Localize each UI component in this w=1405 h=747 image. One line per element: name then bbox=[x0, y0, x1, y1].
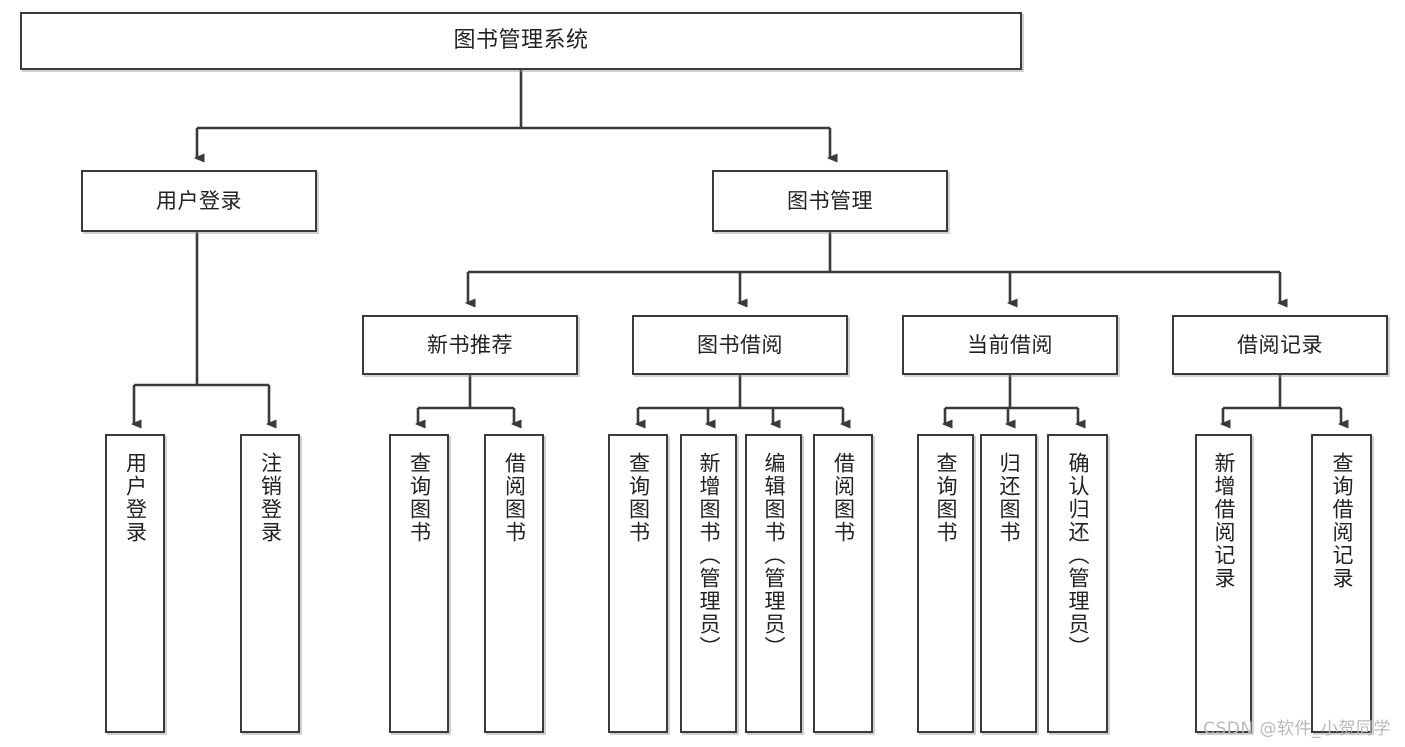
node-label: 用户登录 bbox=[156, 188, 242, 213]
node-label: 图书借阅 bbox=[697, 332, 783, 357]
node-label: 查询借阅记录 bbox=[1329, 452, 1354, 590]
node-leaf-query-book-borrow[interactable]: 查询图书 bbox=[608, 434, 668, 733]
node-leaf-edit-book-admin[interactable]: 编辑图书（管理员） bbox=[745, 434, 802, 733]
node-leaf-add-book-admin[interactable]: 新增图书（管理员） bbox=[680, 434, 737, 733]
node-label: 用户登录 bbox=[123, 452, 148, 544]
node-label: 新书推荐 bbox=[427, 332, 513, 357]
csdn-watermark: CSDN @软件_小贺同学 bbox=[1203, 719, 1391, 739]
node-label: 归还图书 bbox=[996, 452, 1021, 544]
node-label: 查询图书 bbox=[933, 452, 958, 544]
node-label: 编辑图书（管理员） bbox=[761, 452, 786, 659]
node-leaf-confirm-return-admin[interactable]: 确认归还（管理员） bbox=[1047, 434, 1108, 733]
node-current-borrow[interactable]: 当前借阅 bbox=[902, 315, 1118, 375]
node-leaf-return-book[interactable]: 归还图书 bbox=[980, 434, 1037, 733]
node-leaf-logout[interactable]: 注销登录 bbox=[240, 434, 300, 733]
node-label: 借阅图书 bbox=[502, 452, 527, 544]
node-leaf-query-book-current[interactable]: 查询图书 bbox=[917, 434, 974, 733]
node-leaf-query-book-newbook[interactable]: 查询图书 bbox=[389, 434, 449, 733]
node-label: 当前借阅 bbox=[967, 332, 1053, 357]
node-book-borrow[interactable]: 图书借阅 bbox=[632, 315, 848, 375]
node-label: 图书管理 bbox=[787, 188, 873, 213]
node-label: 查询图书 bbox=[407, 452, 432, 544]
node-label: 新增图书（管理员） bbox=[696, 452, 721, 659]
node-leaf-query-borrow-record[interactable]: 查询借阅记录 bbox=[1311, 434, 1372, 733]
node-new-book-recommend[interactable]: 新书推荐 bbox=[362, 315, 578, 375]
node-book-management[interactable]: 图书管理 bbox=[712, 170, 948, 232]
node-borrow-record[interactable]: 借阅记录 bbox=[1172, 315, 1388, 375]
node-label: 注销登录 bbox=[258, 452, 283, 544]
node-leaf-borrow-book[interactable]: 借阅图书 bbox=[813, 434, 873, 733]
node-label: 查询图书 bbox=[626, 452, 651, 544]
node-label: 图书管理系统 bbox=[453, 28, 589, 54]
node-root-system[interactable]: 图书管理系统 bbox=[20, 12, 1022, 70]
node-label: 确认归还（管理员） bbox=[1065, 452, 1090, 659]
node-leaf-user-login[interactable]: 用户登录 bbox=[105, 434, 165, 733]
node-label: 借阅图书 bbox=[831, 452, 856, 544]
node-label: 新增借阅记录 bbox=[1211, 452, 1236, 590]
node-leaf-add-borrow-record[interactable]: 新增借阅记录 bbox=[1195, 434, 1252, 733]
node-leaf-borrow-book-newbook[interactable]: 借阅图书 bbox=[484, 434, 544, 733]
node-user-login[interactable]: 用户登录 bbox=[81, 170, 317, 232]
node-label: 借阅记录 bbox=[1237, 332, 1323, 357]
